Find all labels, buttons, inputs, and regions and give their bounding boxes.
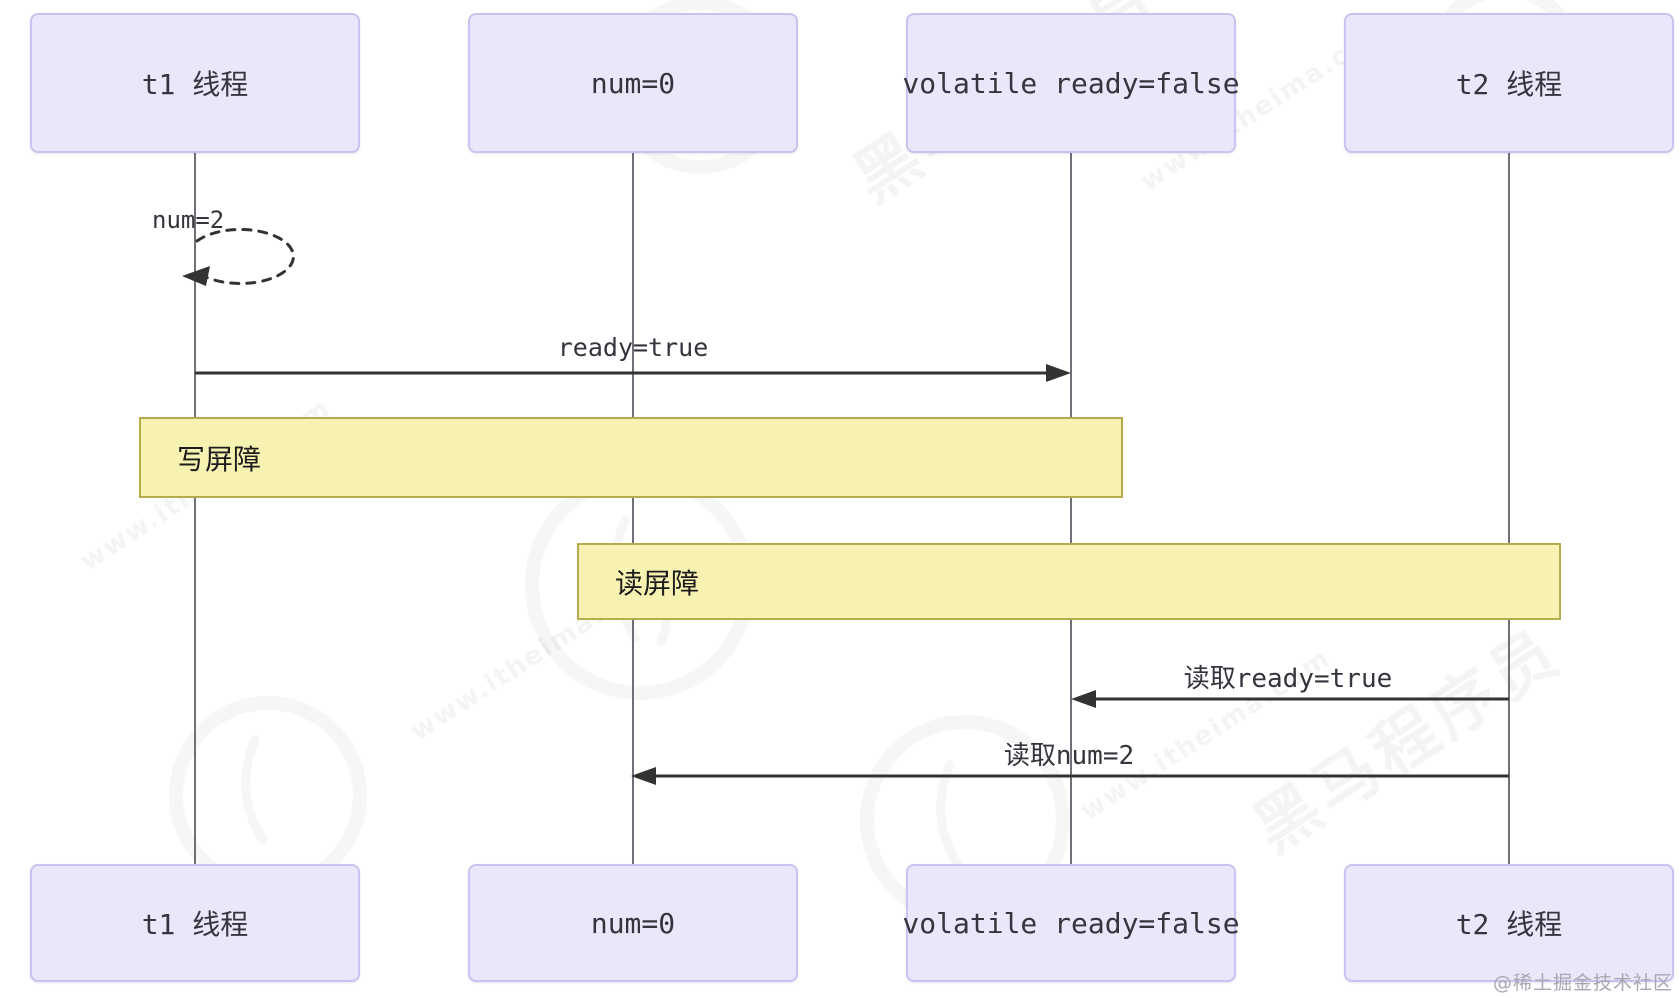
arrowhead-read-num xyxy=(631,767,656,785)
participant-label: volatile ready=false xyxy=(902,906,1240,940)
participant-top-t1: t1 线程 xyxy=(30,13,360,153)
watermark-circle-logo xyxy=(169,696,367,894)
write-barrier-label: 写屏障 xyxy=(177,442,262,476)
message-label-ready-true: ready=true xyxy=(557,333,709,362)
read-barrier-bar: 读屏障 xyxy=(577,543,1561,620)
participant-bottom-t2: t2 线程 xyxy=(1344,864,1674,982)
self-loop-arrow-num2 xyxy=(195,228,295,285)
self-loop-arrowhead xyxy=(182,266,210,286)
read-barrier-label: 读屏障 xyxy=(615,566,700,600)
participant-label: t2 线程 xyxy=(1455,68,1563,101)
participant-top-volatile: volatile ready=false xyxy=(902,13,1240,153)
message-label-read-num: 读取num=2 xyxy=(1003,741,1135,771)
participant-label: num=0 xyxy=(590,66,676,100)
participant-bottom-t1: t1 线程 xyxy=(30,864,360,982)
watermark-horse-glyph xyxy=(936,760,963,870)
participant-top-num: num=0 xyxy=(468,13,798,153)
participant-label: t1 线程 xyxy=(141,908,249,941)
arrowhead-ready-true xyxy=(1046,364,1071,382)
participant-bottom-num: num=0 xyxy=(468,864,798,982)
participant-label: t2 线程 xyxy=(1455,908,1563,941)
credit-watermark: @稀土掘金技术社区 xyxy=(1492,972,1673,994)
participant-label: volatile ready=false xyxy=(902,66,1240,100)
participant-bottom-volatile: volatile ready=false xyxy=(902,864,1240,982)
participant-label: t1 线程 xyxy=(141,68,249,101)
message-label-read-ready: 读取ready=true xyxy=(1183,664,1393,694)
self-loop-label: num=2 xyxy=(152,206,225,234)
write-barrier-bar: 写屏障 xyxy=(139,417,1123,498)
participant-top-t2: t2 线程 xyxy=(1344,13,1674,153)
participant-label: num=0 xyxy=(590,906,676,940)
watermark-horse-glyph xyxy=(241,735,268,845)
